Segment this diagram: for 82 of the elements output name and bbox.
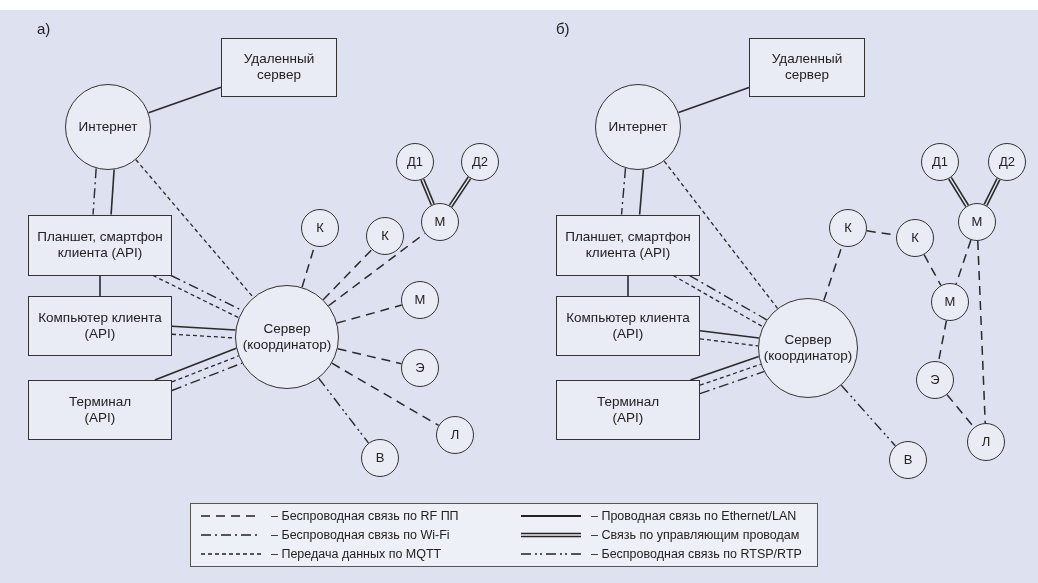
rectangle-node [556, 214, 700, 276]
legend-text: – Связь по управляющим проводам [591, 528, 800, 542]
legend-text: – Проводная связь по Ethernet/LAN [591, 509, 797, 523]
node-label: М [433, 214, 447, 230]
connector-line [170, 274, 243, 312]
rectangle-node [28, 380, 172, 440]
node-label: М [970, 214, 984, 230]
connector-line [171, 355, 240, 383]
node-label: К [380, 228, 390, 244]
connector-line [677, 86, 750, 114]
rectangle-node [556, 380, 700, 440]
node-label: Удаленный сервер [770, 51, 844, 83]
connector-line [620, 167, 627, 216]
rectangle-node [221, 37, 337, 97]
node-label: Планшет, смартфон клиента (API) [564, 229, 692, 261]
node-label: К [315, 220, 325, 236]
node-label: В [902, 452, 914, 468]
connector-line [923, 253, 942, 287]
node-label: Интернет [607, 119, 669, 135]
connector-line [171, 325, 237, 331]
node-label: Терминал (API) [595, 394, 661, 426]
node-label: К [910, 230, 920, 246]
node-label: Д2 [997, 154, 1016, 170]
node-label: Сервер (координатор) [762, 332, 854, 364]
double-line [448, 176, 472, 208]
connector-line [672, 274, 764, 328]
node-label: Э [929, 372, 941, 388]
connector-line [92, 167, 97, 216]
node-label: Планшет, смартфон клиента (API) [36, 229, 164, 261]
legend-text: – Беспроводная связь по Wi-Fi [271, 528, 450, 542]
connector-line [977, 240, 986, 424]
connector-line [840, 384, 897, 447]
connector-line [627, 274, 629, 297]
rectangle-node [749, 37, 865, 97]
connector-line [336, 304, 403, 324]
node-label: К [843, 220, 853, 236]
node-label: М [943, 294, 957, 310]
node-label: Л [980, 434, 992, 450]
connector-line [154, 347, 238, 381]
legend-text: – Передача данных по MQTT [271, 547, 442, 561]
connector-line [689, 355, 760, 381]
connector-line [152, 274, 240, 319]
connector-line [147, 86, 222, 114]
panel-label: б) [556, 20, 570, 37]
connector-line [955, 239, 972, 285]
node-label: Д1 [930, 154, 949, 170]
node-label: Компьютер клиента (API) [565, 310, 691, 342]
connector-line [688, 274, 768, 321]
node-label: В [374, 450, 386, 466]
node-label: Л [449, 427, 461, 443]
connector-line [638, 168, 645, 216]
connector-line [318, 377, 370, 444]
node-label: Сервер (координатор) [241, 321, 333, 353]
connector-line [331, 362, 440, 427]
node-label: Компьютер клиента (API) [37, 310, 163, 342]
panel-label: а) [37, 20, 51, 37]
rectangle-node [556, 296, 700, 356]
rectangle-node [28, 296, 172, 356]
node-label: Удаленный сервер [242, 51, 316, 83]
rectangle-node [28, 214, 172, 276]
node-label: М [413, 292, 427, 308]
connector-line [171, 362, 243, 392]
node-label: Интернет [77, 119, 139, 135]
double-line [420, 178, 435, 206]
double-line [983, 177, 1001, 207]
connector-line [699, 329, 760, 339]
connector-line [699, 363, 762, 386]
connector-line [99, 274, 101, 297]
node-label: Э [414, 360, 426, 376]
connector-line [322, 248, 373, 301]
legend-text: – Беспроводная связь по RTSP/RTP [591, 547, 802, 561]
double-line [948, 176, 969, 208]
legend-text: – Беспроводная связь по RF ПП [271, 509, 459, 523]
connector-line [135, 159, 254, 299]
connector-line [699, 338, 759, 347]
connector-line [336, 348, 403, 365]
node-label: Д1 [405, 154, 424, 170]
connector-line [699, 370, 765, 395]
node-label: Терминал (API) [67, 394, 133, 426]
node-label: Д2 [470, 154, 489, 170]
connector-line [110, 168, 115, 216]
connector-line [663, 160, 779, 309]
